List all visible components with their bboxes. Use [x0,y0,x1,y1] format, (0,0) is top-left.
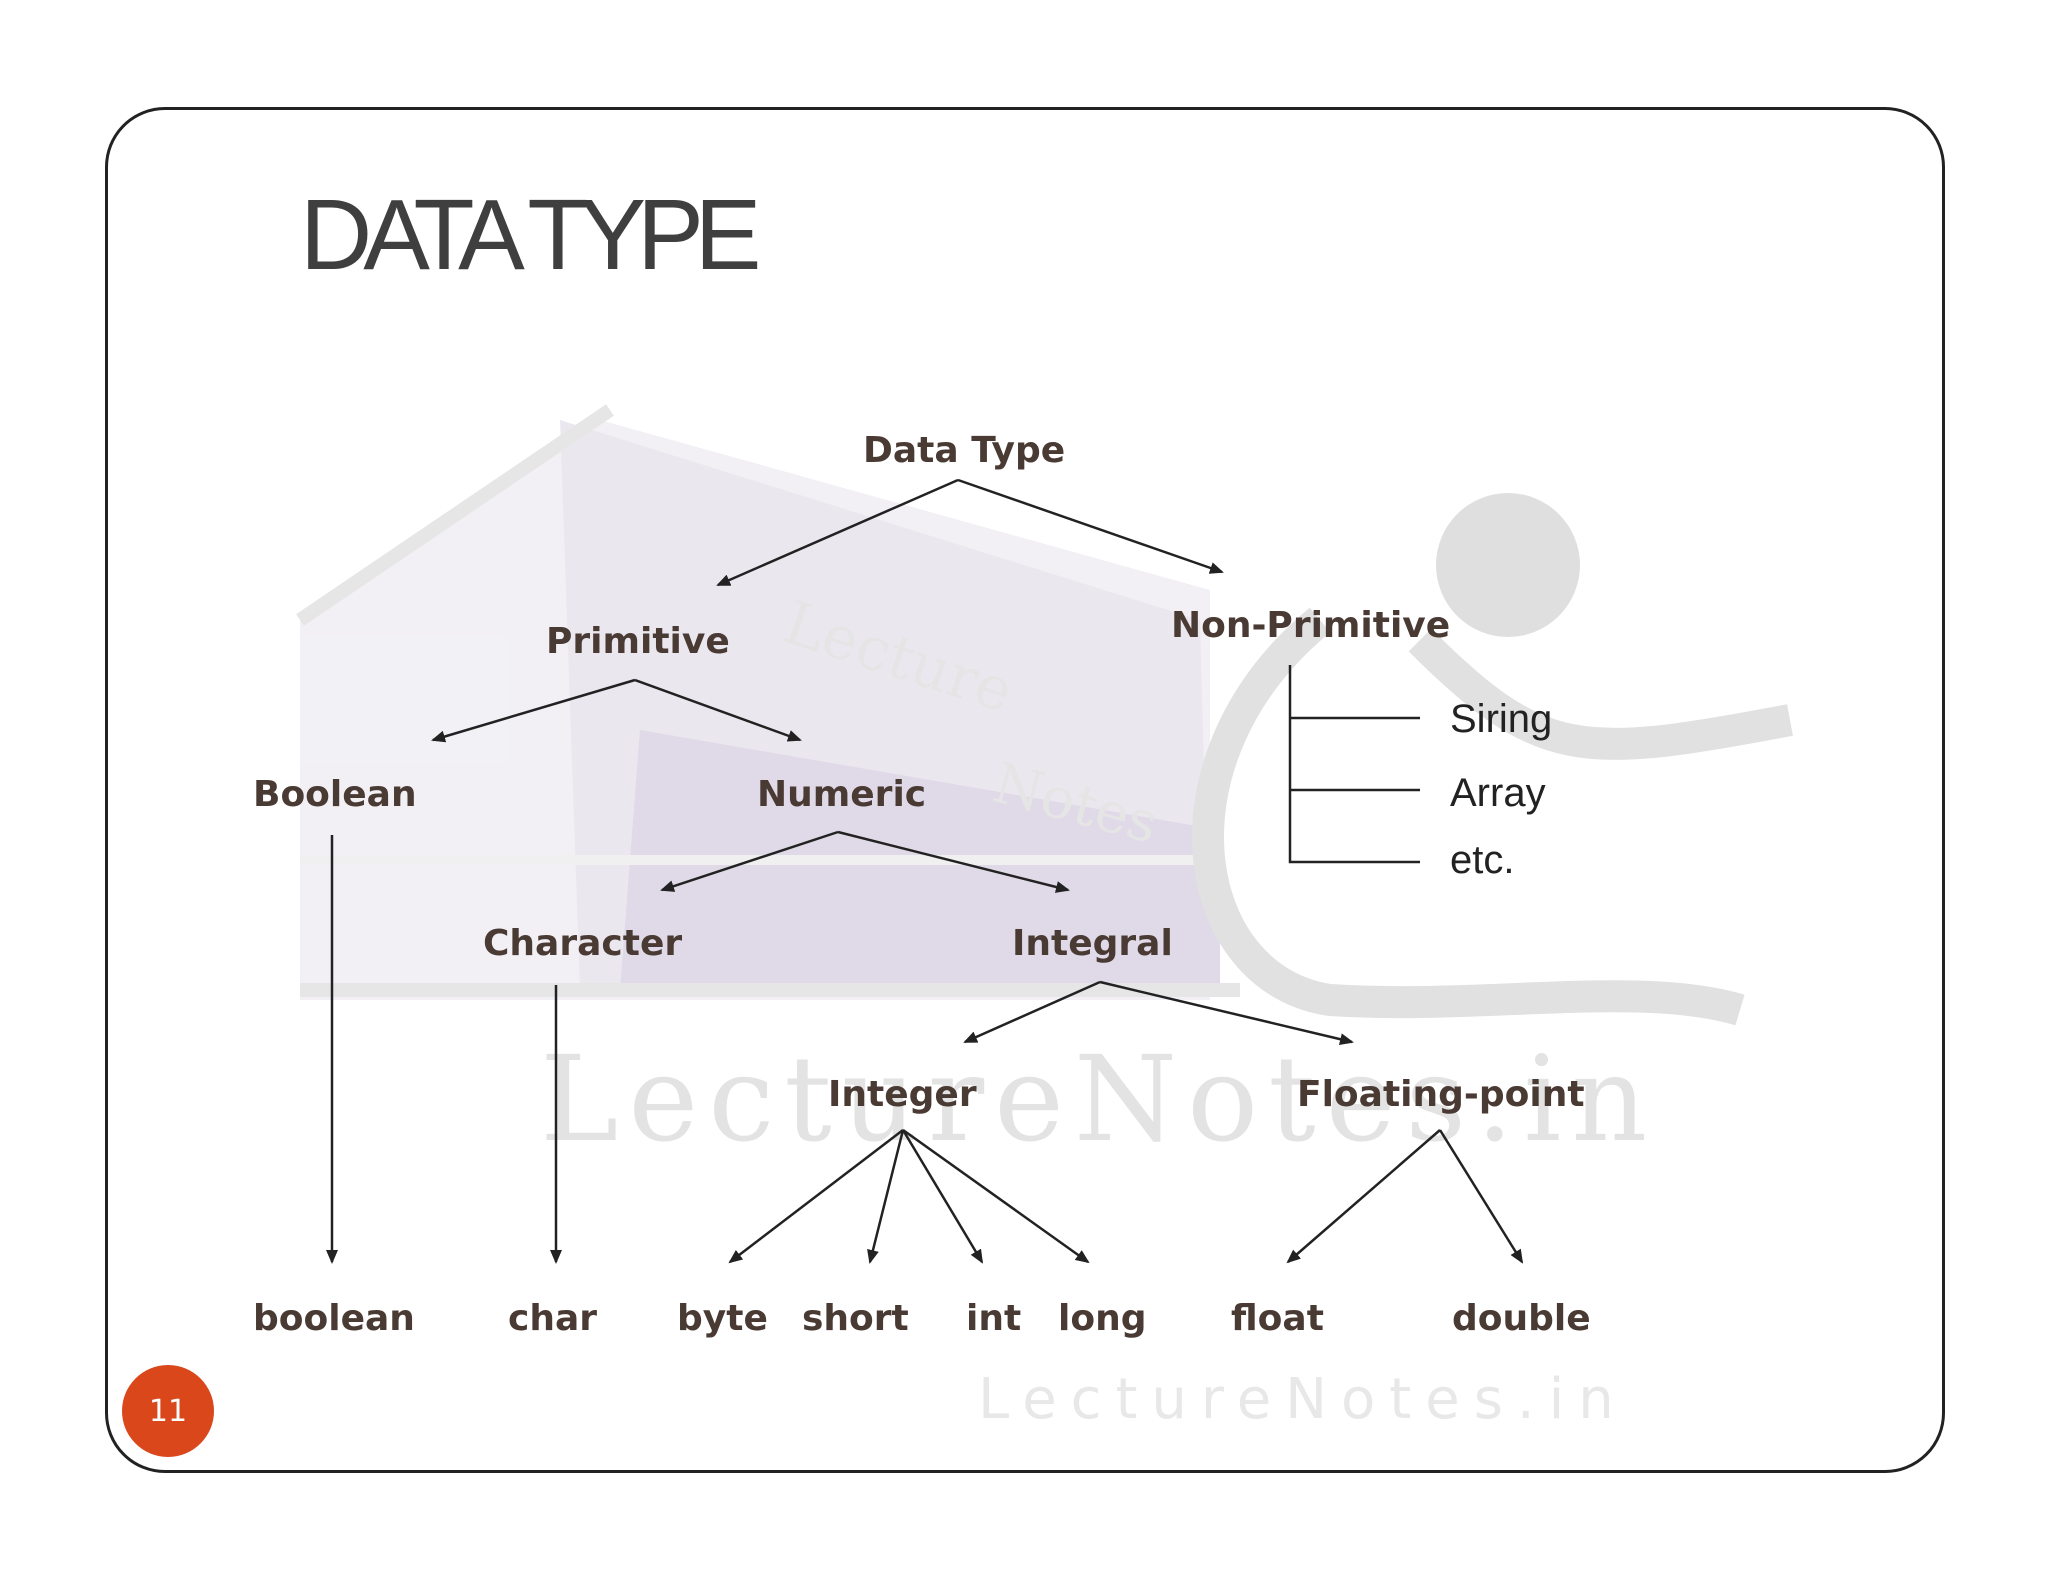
leaf-long: long [1058,1298,1146,1339]
watermark-logo: Lecture Notes [296,404,1793,1026]
node-floating-point: Floating-point [1297,1074,1585,1115]
page-number-badge: 11 [122,1365,214,1457]
leaf-int: int [966,1298,1021,1339]
node-integer: Integer [828,1074,977,1115]
node-character: Character [483,923,682,964]
node-boolean: Boolean [253,774,417,815]
leaf-boolean: boolean [253,1298,415,1339]
node-non-primitive: Non-Primitive [1171,605,1450,646]
watermark-footer: LectureNotes.in [978,1367,1628,1432]
node-primitive: Primitive [546,621,730,662]
node-data-type: Data Type [863,430,1065,471]
np-item-array: Array [1450,771,1546,815]
leaf-byte: byte [677,1298,768,1339]
np-item-string: Siring [1450,697,1552,741]
leaf-char: char [508,1298,597,1339]
watermark-main: LectureNotes.in [540,1030,1657,1168]
slide-title: DATA TYPE [300,179,761,291]
leaf-float: float [1231,1298,1324,1339]
node-integral: Integral [1012,923,1173,964]
leaf-double: double [1452,1298,1591,1339]
node-numeric: Numeric [757,774,926,815]
leaf-short: short [802,1298,909,1339]
np-item-etc: etc. [1450,838,1514,882]
diagram-edges [326,478,1524,1264]
